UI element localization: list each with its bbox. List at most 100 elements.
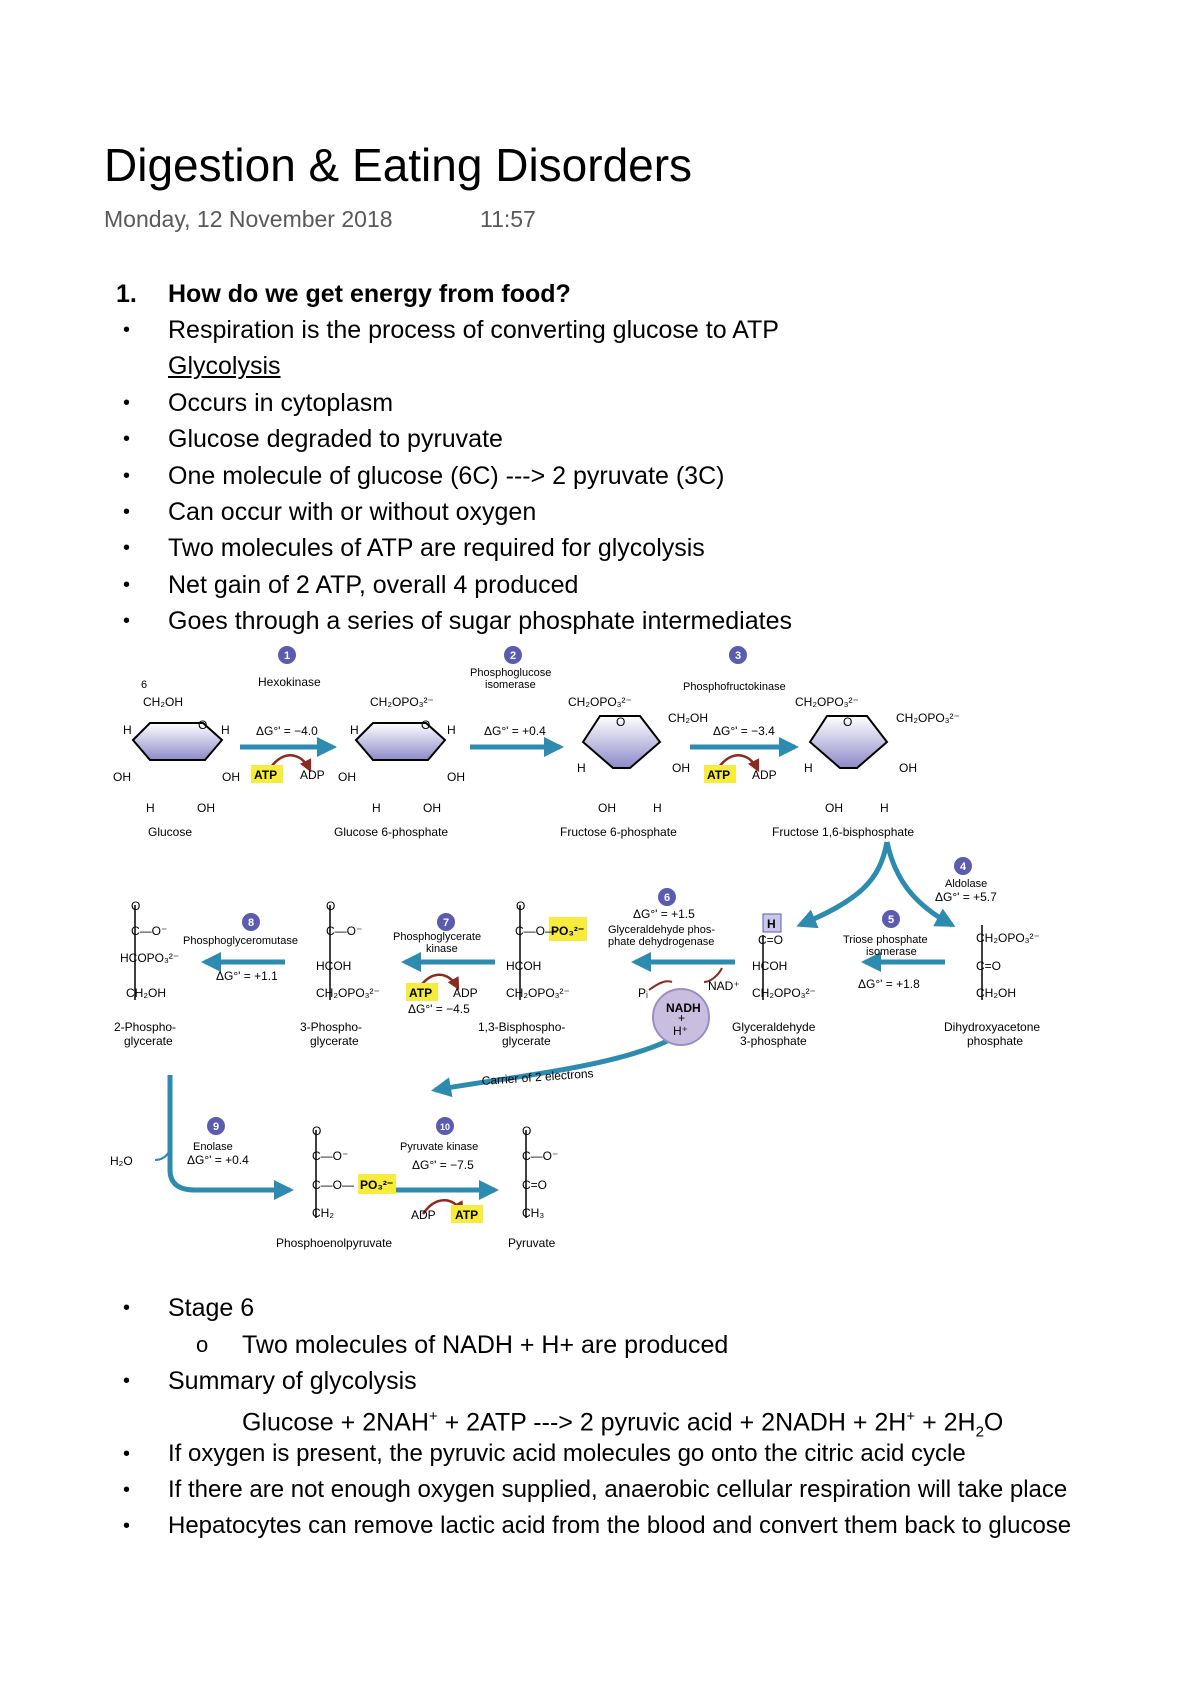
step-number: 5 bbox=[888, 914, 894, 926]
bullet-marker: • bbox=[123, 319, 131, 341]
water-label: H₂O bbox=[110, 1154, 133, 1168]
pathway-arrow bbox=[796, 841, 890, 929]
step-number: 1 bbox=[284, 650, 290, 662]
bullet-marker: • bbox=[123, 1479, 131, 1501]
molecule-name: phosphate bbox=[967, 1034, 1023, 1048]
enzyme-label: Aldolase bbox=[945, 878, 987, 890]
atom-label: C—O⁻ bbox=[522, 1149, 558, 1163]
atp-highlight bbox=[451, 1205, 483, 1223]
atom-label: H bbox=[880, 801, 889, 815]
energy-label: ΔG°' = +5.7 bbox=[935, 890, 997, 904]
step-badge bbox=[207, 1117, 225, 1135]
atom-label: C—O⁻ bbox=[326, 924, 362, 938]
molecule-name: glycerate bbox=[310, 1034, 359, 1048]
bullet-marker: • bbox=[123, 610, 131, 632]
equation-subscript: 2 bbox=[975, 1423, 984, 1441]
adp-label: ADP bbox=[453, 986, 478, 1000]
note-date: Monday, 12 November 2018 bbox=[104, 206, 393, 232]
enzyme-label: Pyruvate kinase bbox=[400, 1141, 478, 1153]
nadh-hplus: H⁺ bbox=[673, 1024, 688, 1038]
bullet-marker: • bbox=[123, 1443, 131, 1465]
atom-label: CH₂OH bbox=[976, 986, 1016, 1000]
enzyme-label: Enolase bbox=[193, 1141, 233, 1153]
atom-label: O bbox=[616, 715, 625, 729]
page-title: Digestion & Eating Disorders bbox=[104, 139, 693, 191]
atom-label: C—O⁻ bbox=[131, 924, 167, 938]
atom-label: CH₂OPO₃²⁻ bbox=[752, 986, 816, 1000]
atom-label: CH₂OPO₃²⁻ bbox=[795, 695, 859, 709]
atom-label: H bbox=[123, 723, 132, 737]
bullet-marker: • bbox=[123, 537, 131, 559]
atom-label: CH₃ bbox=[522, 1206, 544, 1220]
molecule-name: glycerate bbox=[502, 1034, 551, 1048]
step-number: 8 bbox=[248, 917, 254, 929]
atp-highlight bbox=[704, 765, 736, 783]
bullet-item: Occurs in cytoplasm bbox=[168, 389, 394, 417]
atom-label: OH bbox=[338, 770, 356, 784]
bullet-item: Net gain of 2 ATP, overall 4 produced bbox=[168, 571, 579, 599]
atom-label: HCOH bbox=[506, 959, 541, 973]
atom-label: CH₂OPO₃²⁻ bbox=[896, 711, 960, 725]
glucose-ring bbox=[131, 722, 224, 761]
atom-label: OH bbox=[423, 801, 441, 815]
g6p-ring bbox=[354, 722, 447, 761]
molecule-name: Glucose 6-phosphate bbox=[334, 825, 448, 839]
bullet-marker: • bbox=[123, 1515, 131, 1537]
pathway-arrow bbox=[884, 841, 956, 928]
atom-label: H bbox=[146, 801, 155, 815]
energy-label: ΔG°' = +1.8 bbox=[858, 977, 920, 991]
nadh-plus: + bbox=[678, 1011, 685, 1025]
molecule-name: Phosphoenolpyruvate bbox=[276, 1236, 392, 1250]
bullet-item: If oxygen is present, the pyruvic acid m… bbox=[168, 1440, 966, 1467]
nad-curve bbox=[703, 967, 723, 983]
equation-part: + 2ATP ---> 2 pyruvic acid + 2NADH + 2H bbox=[437, 1408, 907, 1437]
atom-label: H bbox=[653, 801, 662, 815]
bullet-marker: • bbox=[123, 1297, 131, 1319]
equation-part: O bbox=[983, 1408, 1004, 1437]
atom-label: H bbox=[804, 761, 813, 775]
step-number: 7 bbox=[443, 917, 449, 929]
bullet-respiration: Respiration is the process of converting… bbox=[168, 316, 779, 344]
atp-label: ATP bbox=[707, 768, 730, 782]
bullet-item: Can occur with or without oxygen bbox=[168, 498, 537, 526]
step-badge bbox=[242, 913, 260, 931]
bullet-stage6: Stage 6 bbox=[168, 1294, 255, 1322]
nadh-label: NADH bbox=[666, 1001, 701, 1015]
adp-label: ADP bbox=[411, 1208, 436, 1222]
glycolysis-equation: Glucose + 2NAH+ + 2ATP ---> 2 pyruvic ac… bbox=[242, 1401, 1003, 1448]
atp-label: ATP bbox=[254, 768, 277, 782]
step-badge bbox=[437, 913, 455, 931]
atom-label: C—O— bbox=[312, 1178, 354, 1192]
bullet-item: Two molecules of ATP are required for gl… bbox=[168, 534, 705, 562]
atp-label: ATP bbox=[455, 1208, 478, 1222]
note-time: 11:57 bbox=[480, 206, 536, 232]
bullet-marker: • bbox=[123, 428, 131, 450]
molecule-name: Fructose 6-phosphate bbox=[560, 825, 677, 839]
molecule-name: Glyceraldehyde bbox=[732, 1020, 816, 1034]
atp-label: ATP bbox=[409, 986, 432, 1000]
molecule-name: 3-phosphate bbox=[740, 1034, 807, 1048]
aldehyde-h-highlight bbox=[762, 913, 782, 933]
atom-label: C—O⁻ bbox=[312, 1149, 348, 1163]
step-badge bbox=[882, 910, 900, 928]
atom-label: O bbox=[522, 1124, 531, 1138]
question-heading: How do we get energy from food? bbox=[168, 280, 571, 308]
atom-label: CH₂ bbox=[312, 1206, 334, 1220]
enzyme-label: Phosphoglucose bbox=[470, 667, 551, 679]
energy-label: ΔG°' = −4.5 bbox=[408, 1002, 470, 1016]
enzyme-label: Phosphofructokinase bbox=[683, 681, 786, 693]
atom-label: OH bbox=[672, 761, 690, 775]
atom-label: O bbox=[131, 899, 140, 913]
atom-label: CH₂OPO₃²⁻ bbox=[568, 695, 632, 709]
bullet-item: One molecule of glucose (6C) ---> 2 pyru… bbox=[168, 462, 725, 490]
pi-label: Pᵢ bbox=[638, 986, 648, 1000]
atom-label: OH bbox=[598, 801, 616, 815]
atom-label: O bbox=[421, 718, 430, 732]
energy-label: ΔG°' = −3.4 bbox=[713, 724, 775, 738]
energy-label: ΔG°' = −7.5 bbox=[412, 1158, 474, 1172]
equation-part: Glucose + 2NAH bbox=[242, 1408, 429, 1437]
step-number: 3 bbox=[735, 650, 741, 662]
atom-label: O bbox=[198, 718, 207, 732]
atom-label: OH bbox=[113, 770, 131, 784]
